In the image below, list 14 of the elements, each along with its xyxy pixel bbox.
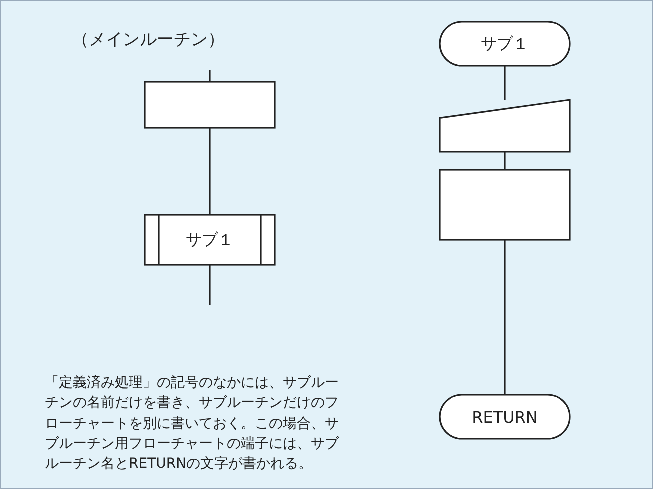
connector-line — [504, 152, 506, 170]
connector-line — [209, 70, 211, 82]
connector-line — [209, 128, 211, 215]
manual-input-shape — [440, 100, 570, 152]
process-box — [440, 170, 570, 240]
connector-line — [504, 240, 506, 395]
connector-line — [209, 265, 211, 305]
process-box — [145, 82, 275, 128]
description-text: 「定義済み処理」の記号のなかには、サブルーチンの名前だけを書き、サブルーチンだけのフローチャートを別に書いておく。この場合、サブルーチン用フローチャートの端子には、サブルーチン名とRETURNの文字が書かれる。 — [45, 374, 340, 474]
terminal-shape: RETURN — [440, 395, 570, 439]
predefined-process-box: サブ１ — [145, 215, 275, 265]
heading: （メインルーチン） — [72, 29, 226, 52]
connector-line — [504, 66, 506, 100]
terminal-shape: サブ１ — [440, 22, 570, 66]
